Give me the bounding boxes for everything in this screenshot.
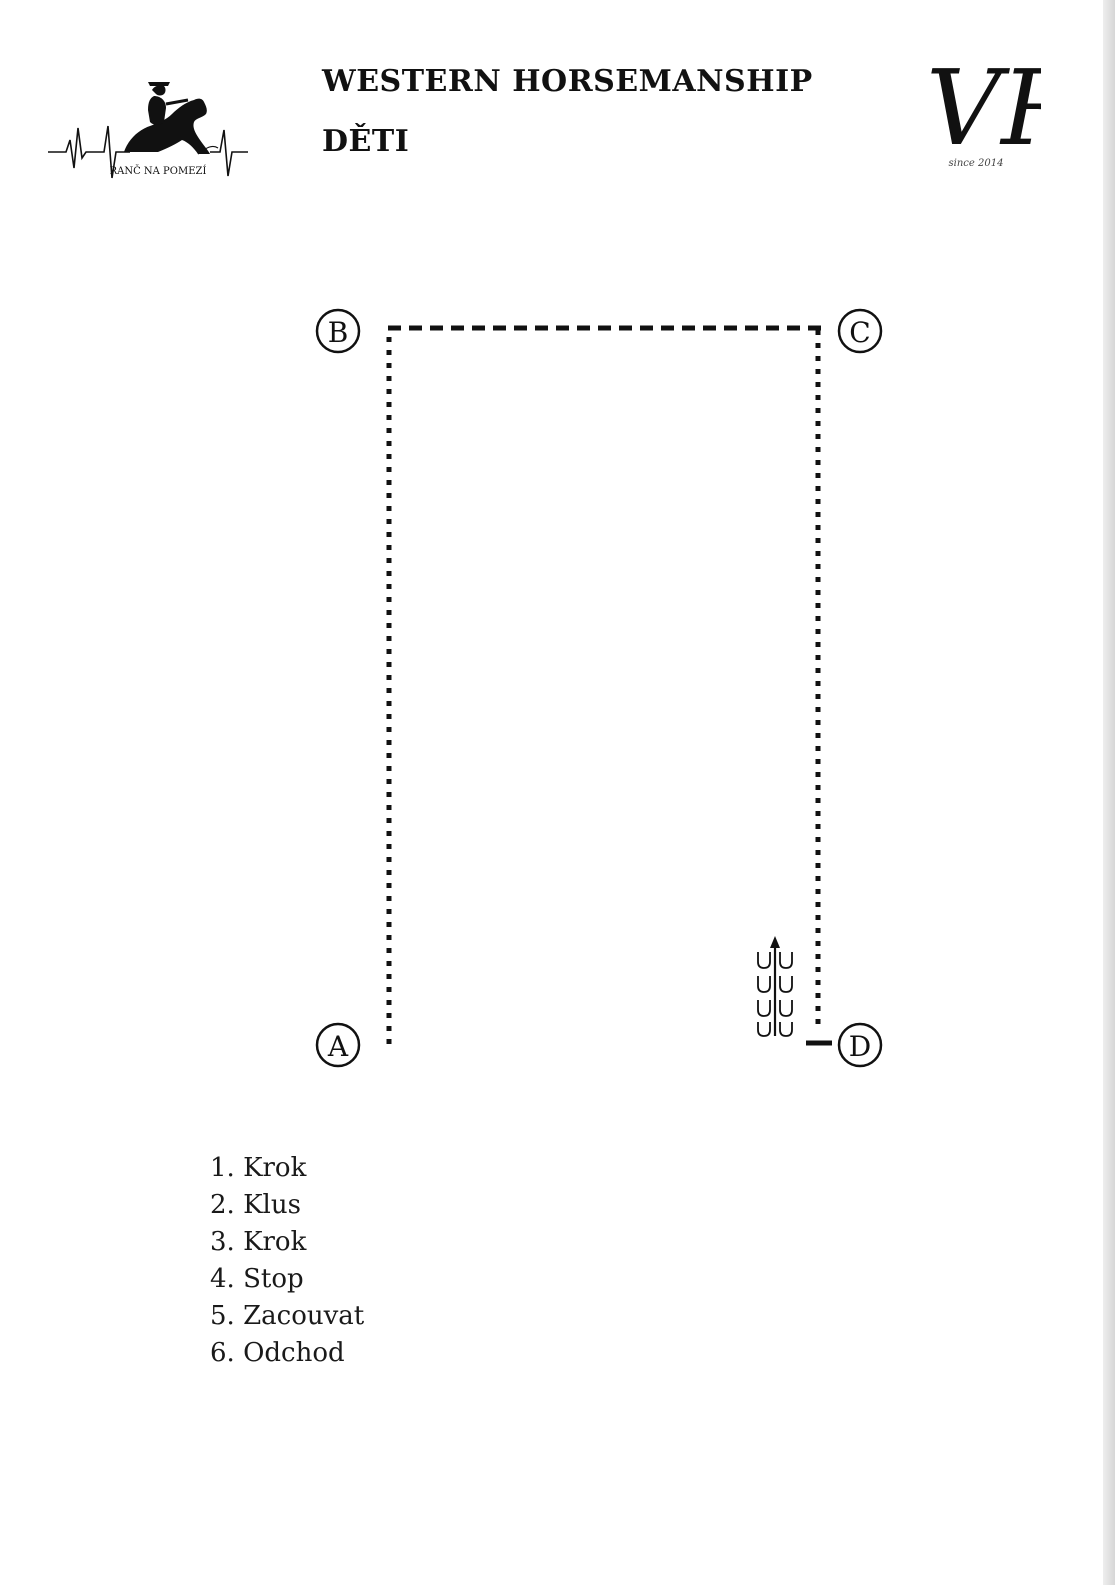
backup-direction-arrow-icon (770, 936, 780, 948)
steps-list: 1. Krok 2. Klus 3. Krok 4. Stop 5. Zacou… (210, 1150, 364, 1372)
marker-a-label: A (327, 1030, 349, 1063)
list-item: 6. Odchod (210, 1335, 364, 1372)
list-item: 1. Krok (210, 1150, 364, 1187)
page-subtitle: DĚTI (322, 124, 410, 159)
list-item: 5. Zacouvat (210, 1298, 364, 1335)
step-label: Odchod (243, 1338, 345, 1368)
step-number: 6. (210, 1338, 235, 1368)
list-item: 2. Klus (210, 1187, 364, 1224)
step-label: Klus (243, 1190, 301, 1220)
marker-b-label: B (328, 316, 349, 349)
marker-c-label: C (849, 316, 870, 349)
vr-monogram-icon: VR (926, 58, 1041, 169)
list-item: 4. Stop (210, 1261, 364, 1298)
step-number: 3. (210, 1227, 235, 1257)
marker-d: D (837, 1022, 883, 1068)
list-item: 3. Krok (210, 1224, 364, 1261)
horse-rider-silhouette-icon (48, 82, 248, 179)
step-label: Stop (243, 1264, 304, 1294)
marker-c: C (837, 308, 883, 354)
page-title: WESTERN HORSEMANSHIP (322, 64, 813, 99)
step-number: 5. (210, 1301, 235, 1331)
step-label: Krok (243, 1227, 307, 1257)
step-label: Zacouvat (243, 1301, 365, 1331)
logo-left-text: RANČ NA POMEZÍ (110, 165, 207, 177)
page-edge-shadow (1103, 0, 1115, 1585)
backup-track-icon (757, 946, 793, 1037)
horse-rider-logo: RANČ NA POMEZÍ (48, 82, 248, 179)
step-number: 1. (210, 1153, 235, 1183)
marker-d-label: D (849, 1030, 871, 1063)
marker-b: B (315, 308, 361, 354)
logo-right-tagline: since 2014 (949, 158, 1004, 169)
marker-a: A (315, 1022, 361, 1068)
step-label: Krok (243, 1153, 307, 1183)
step-number: 4. (210, 1264, 235, 1294)
step-number: 2. (210, 1190, 235, 1220)
vr-logo: VR since 2014 (926, 58, 1041, 169)
